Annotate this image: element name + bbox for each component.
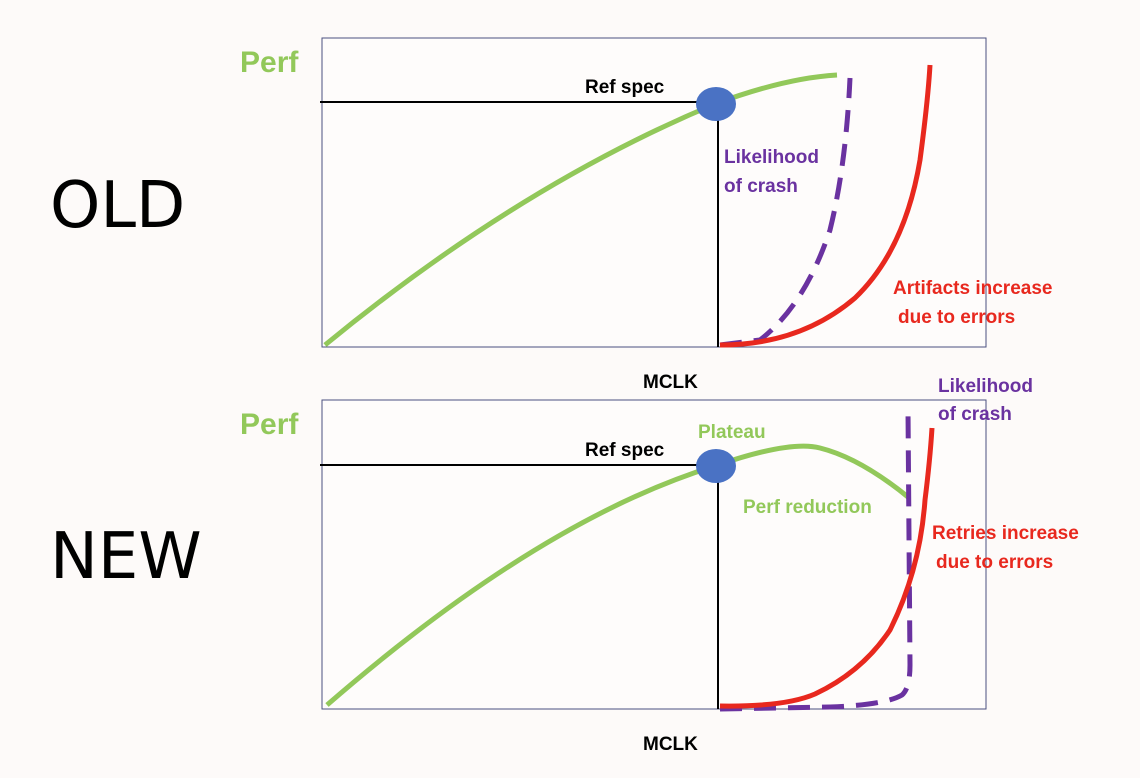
old-errors-label-2: due to errors [898,307,1015,328]
old-crash-label-1: Likelihood [724,147,819,168]
new-label: NEW [50,520,202,594]
old-panel: OLD Perf MCLK Ref spec Likelihood of cra… [50,37,1052,393]
old-ref-spec-point [696,87,736,121]
old-label: OLD [50,169,185,243]
new-panel: NEW Perf MCLK Ref spec Plateau Perf redu… [50,376,1079,755]
old-errors-curve [719,64,933,348]
old-plot-frame [321,37,987,348]
new-x-axis-label: MCLK [643,734,698,755]
new-errors-label-2: due to errors [936,552,1053,573]
new-ref-spec-label: Ref spec [585,440,665,461]
old-ref-spec-label: Ref spec [585,77,665,98]
old-perf-curve [323,72,838,347]
new-y-axis-label: Perf [240,408,299,441]
new-ref-spec-point [696,449,736,483]
old-crash-label-2: of crash [724,176,798,197]
old-x-axis-label: MCLK [643,372,698,393]
new-errors-label-1: Retries increase [932,523,1079,544]
new-plateau-label: Plateau [698,422,766,443]
old-errors-label-1: Artifacts increase [893,278,1052,299]
new-plot-frame [321,399,987,710]
old-y-axis-label: Perf [240,46,299,79]
new-errors-curve [719,427,935,709]
new-crash-label-1: Likelihood [938,376,1033,397]
new-crash-label-2: of crash [938,404,1012,425]
new-crash-curve [719,409,913,712]
new-perf-reduction-label: Perf reduction [743,497,872,518]
old-crash-curve [719,77,853,348]
